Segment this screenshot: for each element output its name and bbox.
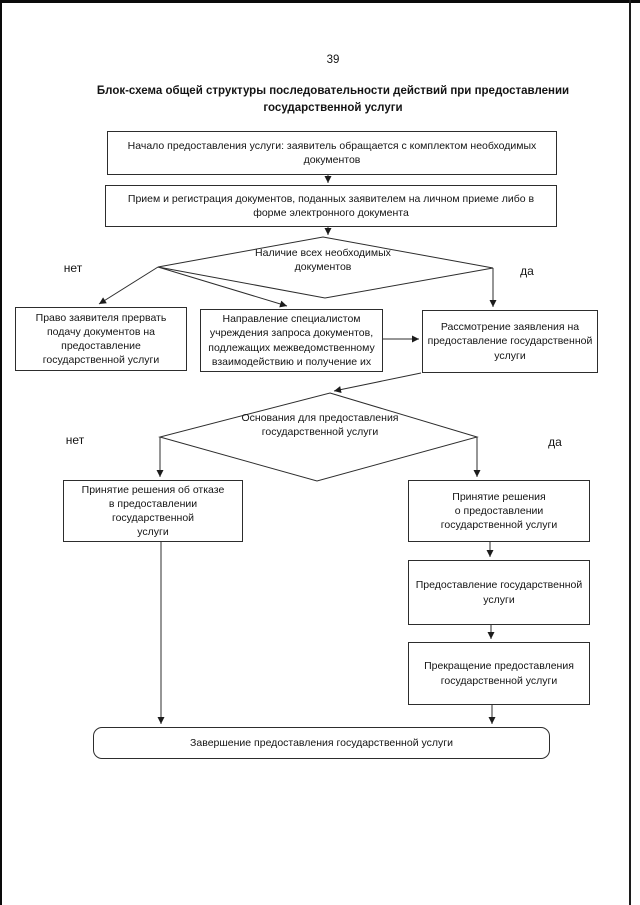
approval-box: Принятие решения о предоставлении госуда… (408, 480, 590, 542)
docs-decision-label: Наличие всех необходимых документов (255, 247, 391, 274)
arrow-to-request (157, 266, 288, 308)
no-branch-label-2: нет (65, 433, 85, 447)
yes-branch-label-2: да (548, 435, 562, 449)
completion-box: Завершение предоставления государственно… (93, 727, 550, 759)
provision-box: Предоставление государственной услуги (408, 560, 590, 625)
page-border-right (629, 0, 631, 905)
grounds-decision-diamond-shape (158, 392, 479, 482)
page-border-top (0, 0, 640, 3)
no-branch-label-1: нет (63, 261, 83, 275)
docs-decision-diamond-shape (157, 236, 494, 299)
page-border-left (0, 0, 2, 905)
page-number: 39 (326, 54, 340, 66)
start-box: Начало предоставления услуги: заявитель … (107, 131, 557, 175)
arrow-no-to-interrupt (98, 266, 159, 305)
arrow-consideration-to-grounds (333, 372, 422, 394)
document-title: Блок-схема общей структуры последователь… (96, 85, 570, 114)
grounds-decision-label: Основания для предоставления государстве… (241, 412, 399, 439)
reception-box: Прием и регистрация документов, поданных… (105, 185, 557, 227)
interrupt-box: Право заявителя прервать подачу документ… (15, 307, 187, 371)
refusal-box: Принятие решения об отказе в предоставле… (63, 480, 243, 542)
termination-box: Прекращение предоставления государственн… (408, 642, 590, 705)
request-box: Направление специалистом учреждения запр… (200, 309, 383, 372)
yes-branch-label-1: да (520, 264, 534, 278)
consideration-box: Рассмотрение заявления на предоставление… (422, 310, 598, 373)
